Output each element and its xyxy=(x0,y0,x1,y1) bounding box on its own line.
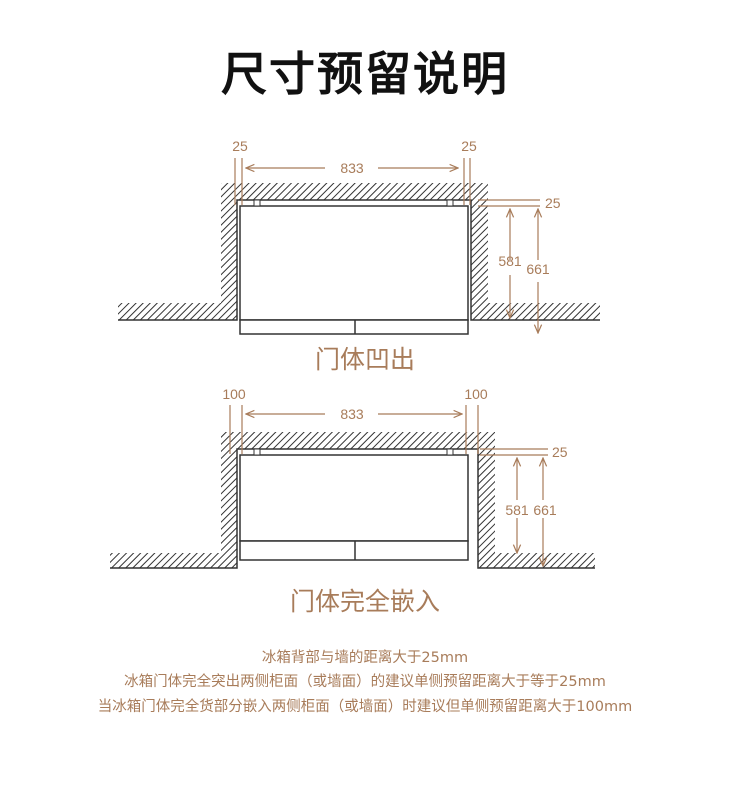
left-gap-label: 25 xyxy=(232,138,248,154)
fridge-door xyxy=(239,319,469,335)
right-gap-label: 100 xyxy=(464,386,488,402)
left-gap-label: 100 xyxy=(222,386,246,402)
right-gap-label: 25 xyxy=(461,138,477,154)
fridge-body xyxy=(239,205,469,321)
diagram-door-protruding: 25 25 833 25 581 661 xyxy=(118,138,600,335)
page-title: 尺寸预留说明 xyxy=(221,47,509,101)
fridge-door xyxy=(239,540,469,561)
depth-body-label: 581 xyxy=(505,502,529,518)
caption-door-protruding: 门体凹出 xyxy=(314,345,415,374)
wall-hatch xyxy=(118,183,600,320)
depth-total-label: 661 xyxy=(533,502,557,518)
depth-total-label: 661 xyxy=(526,261,550,277)
back-gap-label: 25 xyxy=(552,444,568,460)
diagram-door-embedded: 100 100 833 25 581 661 xyxy=(110,386,595,569)
note-1: 冰箱背部与墙的距离大于25mm xyxy=(261,650,469,666)
note-2: 冰箱门体完全突出两侧柜面（或墙面）的建议单侧预留距离大于等于25mm xyxy=(124,674,606,690)
width-label: 833 xyxy=(340,406,364,422)
caption-door-embedded: 门体完全嵌入 xyxy=(289,587,440,616)
depth-body-label: 581 xyxy=(498,253,522,269)
fridge-body xyxy=(239,454,469,542)
wall-hatch xyxy=(110,432,595,568)
width-label: 833 xyxy=(340,160,364,176)
note-3: 当冰箱门体完全货部分嵌入两侧柜面（或墙面）时建议但单侧预留距离大于100mm xyxy=(97,699,633,715)
back-gap-label: 25 xyxy=(545,195,561,211)
